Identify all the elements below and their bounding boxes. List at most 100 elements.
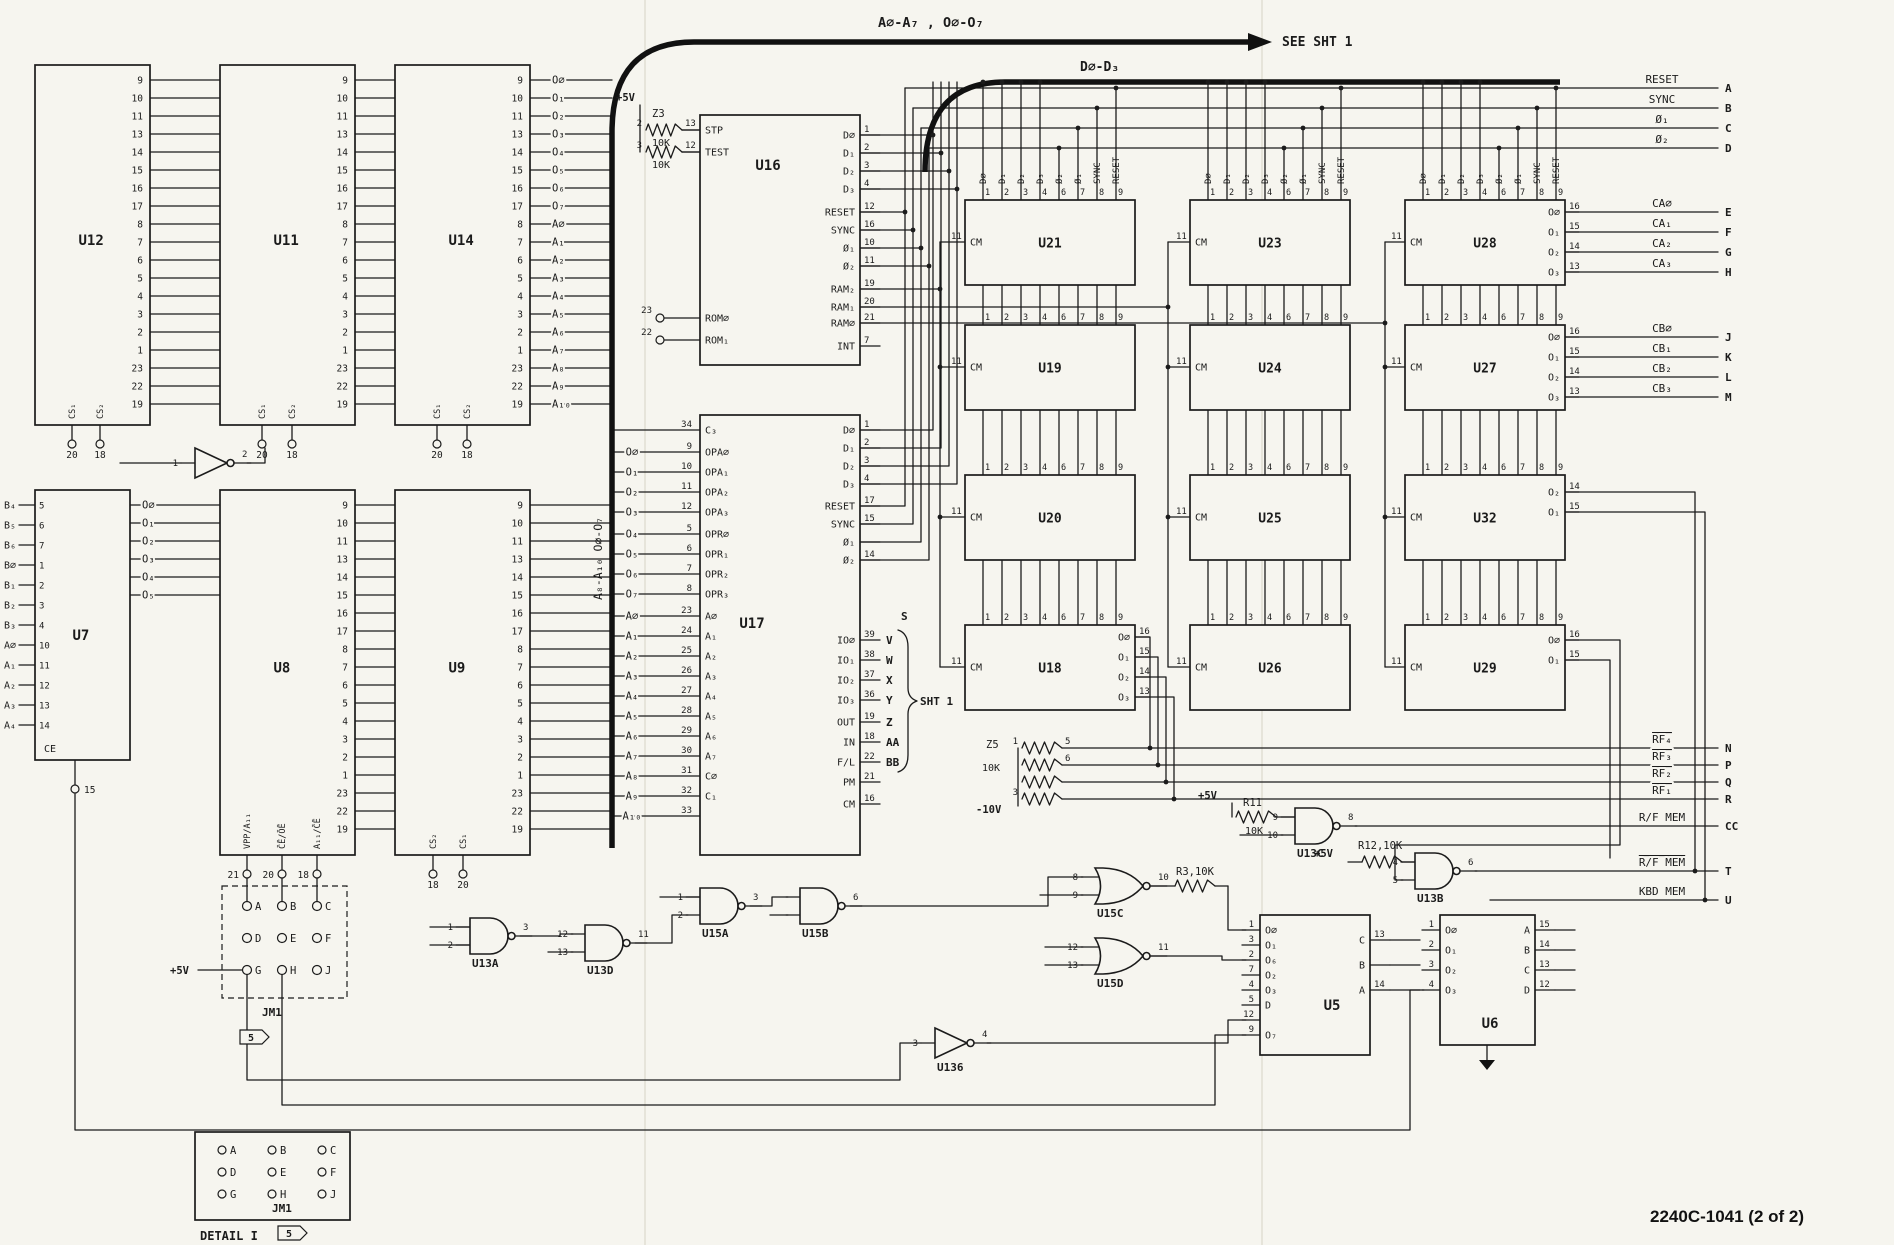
pin-number: 3 <box>864 456 869 466</box>
sheet-connector-letter: S <box>901 610 908 623</box>
pin-number: 15 <box>337 591 348 602</box>
pin-number: 1 <box>39 562 44 572</box>
pin-number: 14 <box>1374 980 1385 990</box>
pin-number: 1 <box>1249 920 1254 930</box>
signal-label: RF₂ <box>1652 767 1672 780</box>
wire <box>859 211 906 507</box>
wire <box>1394 639 1621 881</box>
bus-signal-label: A₃ <box>552 273 565 285</box>
sheet-connector-letter: Y <box>886 694 893 707</box>
pin-number: 2 <box>678 911 683 921</box>
pin-number: 1 <box>1210 313 1215 323</box>
pin-number: 3 <box>1463 613 1468 623</box>
pin-label: D <box>1265 1001 1271 1012</box>
pin-number: 20 <box>457 880 469 891</box>
bus-label-data: D∅-D₃ <box>1080 60 1119 75</box>
signal-label: O₃ <box>626 507 639 519</box>
sheet-connector-letter: BB <box>886 756 900 769</box>
invert-bubble-icon <box>966 1038 975 1048</box>
pin-circle <box>241 932 253 944</box>
pin-number: 17 <box>132 202 143 213</box>
pin-number: 11 <box>1391 357 1402 367</box>
ic-label: U24 <box>1258 362 1282 377</box>
pin-number: 10 <box>132 94 144 105</box>
gate-label: U15C <box>1097 907 1124 920</box>
invert-bubble-icon <box>1142 881 1151 891</box>
signal-label: B₂ <box>4 601 16 612</box>
pin-label: IO₂ <box>837 676 855 687</box>
pin-number: 32 <box>681 786 692 796</box>
pin-number: 2 <box>1004 613 1009 623</box>
wire <box>246 447 266 464</box>
pin-number: 17 <box>864 496 875 506</box>
pin-number: 13 <box>337 555 348 566</box>
sheet-connector-letter: G <box>1725 246 1732 259</box>
pin-label: CM <box>970 663 982 674</box>
pin-number: 10 <box>39 642 50 652</box>
bus-signal-label: O₅ <box>552 165 565 177</box>
inverter-icon <box>194 446 229 480</box>
nor-gate-icon <box>1093 867 1145 905</box>
pin-label: D₁ <box>843 444 855 455</box>
pin-number: 8 <box>342 220 348 231</box>
pin-number: 9 <box>1118 313 1123 323</box>
pin-number: 7 <box>342 663 348 674</box>
pin-number: 5 <box>342 699 348 710</box>
pin-label: D₃ <box>1036 173 1046 184</box>
pin-number: 19 <box>512 825 524 836</box>
pin-number: 6 <box>1501 313 1506 323</box>
signal-label: O₅ <box>626 549 639 561</box>
pin-number: 6 <box>342 681 348 692</box>
pin-label: C <box>1524 966 1530 977</box>
pin-number: 1 <box>1429 920 1434 930</box>
signal-label: CA₂ <box>1652 237 1672 250</box>
pin-number: 10 <box>512 94 524 105</box>
pin-number: 12 <box>685 141 696 151</box>
sheet-connector-letter: A <box>1725 82 1732 95</box>
junction-dot <box>980 79 986 85</box>
pin-label: Ø₂ <box>1494 173 1505 184</box>
pin-number: 23 <box>337 789 348 800</box>
pin-number: 11 <box>512 537 524 548</box>
pin-number: 11 <box>1176 507 1187 517</box>
pin-number: 3 <box>1429 960 1434 970</box>
pin-number: 1 <box>1425 463 1430 473</box>
invert-bubble-icon <box>1452 866 1461 876</box>
ic-label: U29 <box>1473 662 1496 677</box>
chip-select-label: CS₁ <box>258 404 268 419</box>
pin-number: 7 <box>687 564 692 574</box>
pin-label: D₂ <box>1457 173 1467 184</box>
pin-number: 8 <box>342 645 348 656</box>
pin-number: 7 <box>1305 188 1310 198</box>
nand-gate-icon <box>699 887 739 925</box>
pin-label: A₂ <box>705 652 717 663</box>
sheet-connector-letter: N <box>1725 742 1732 755</box>
sheet-connector-letter: T <box>1725 865 1732 878</box>
pin-circle <box>317 1145 327 1155</box>
bus-signal-label: A∅ <box>552 219 565 231</box>
chip-select-label: CS₁ <box>433 404 443 419</box>
pin-number: 9 <box>1558 313 1563 323</box>
pin-number: 15 <box>1569 650 1580 660</box>
junction-dot <box>1319 105 1325 111</box>
pin-number: 9 <box>342 76 348 87</box>
sheet-connector-letter: J <box>1725 331 1732 344</box>
junction-dot <box>1692 868 1698 874</box>
nand-gate-icon <box>469 917 509 955</box>
bus-signal-label: O₂ <box>552 111 565 123</box>
pin-label: RESET <box>1552 156 1562 184</box>
pin-number: 23 <box>681 606 692 616</box>
jumper-point-letter: A <box>230 1145 237 1157</box>
pin-number: 2 <box>1004 188 1009 198</box>
pin-number: 8 <box>1073 873 1078 883</box>
pin-number: 16 <box>1569 202 1580 212</box>
resistor-label: Z3 <box>652 108 665 120</box>
resistor-label: Z5 <box>986 739 999 751</box>
pin-number: 5 <box>517 699 523 710</box>
pin-number: 4 <box>1482 463 1487 473</box>
pin-number: 2 <box>1229 613 1234 623</box>
jumper-point-letter: E <box>290 933 296 945</box>
nand-gate-icon <box>1414 852 1454 890</box>
signal-label: O₃ <box>142 554 155 566</box>
pin-label: A <box>1524 926 1530 937</box>
